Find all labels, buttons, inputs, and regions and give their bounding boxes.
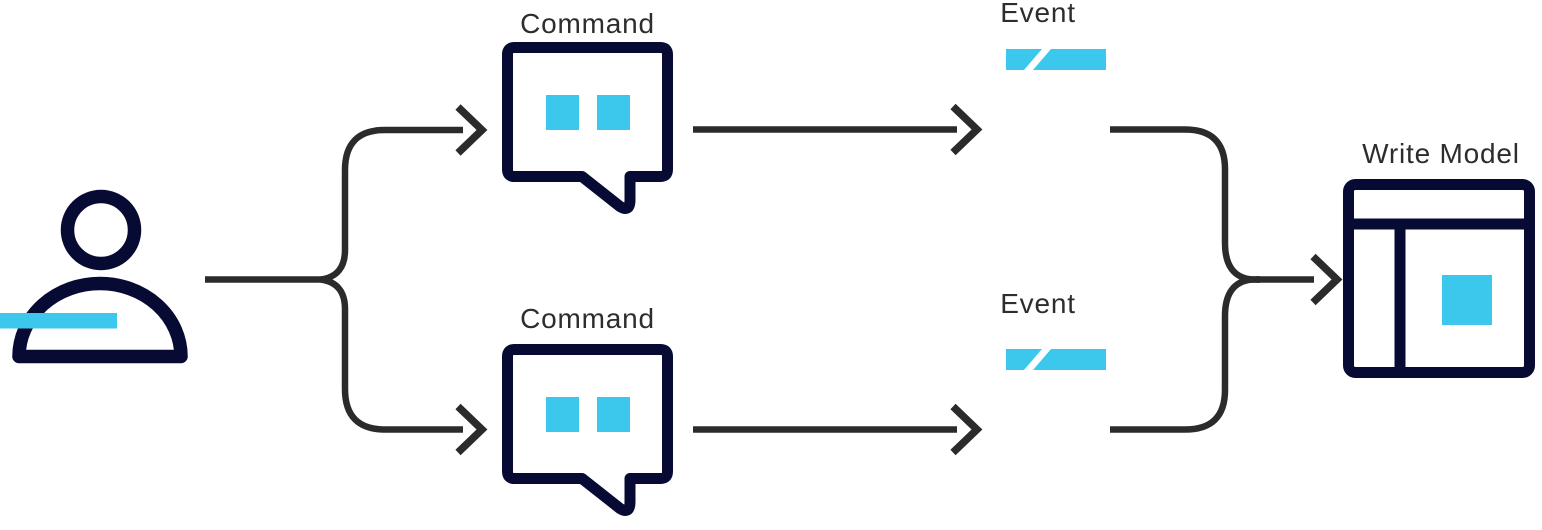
arrowhead-top-event: [950, 103, 983, 156]
command-bubble-icon-top: [508, 48, 668, 209]
window-frame: [1343, 179, 1535, 378]
arrowhead-bottom-event: [950, 403, 983, 456]
write-model-label: Write Model: [1362, 138, 1520, 169]
converge-line-bottom: [1110, 276, 1260, 433]
branch-line-bottom: [320, 276, 463, 433]
user-cyan-bar: [0, 313, 117, 329]
command-label-bottom: Command: [520, 303, 655, 334]
event-label-bottom: Event: [1000, 288, 1076, 319]
event-label-top: Event: [1000, 0, 1076, 28]
arrowhead-write-model: [1310, 253, 1343, 306]
write-model-window-icon: [1343, 179, 1535, 378]
window-content-square: [1442, 275, 1492, 325]
flow-arrows: [205, 103, 1343, 456]
event-slash-left: [1006, 49, 1042, 70]
event-slash-icon-top: [1006, 49, 1106, 70]
command-label-top: Command: [520, 8, 655, 39]
user-head: [60, 189, 142, 271]
event-slash-icon-bottom: [1006, 349, 1106, 370]
user-icon: [0, 189, 188, 364]
arrowhead-bottom-command: [455, 403, 488, 456]
event-slash-right: [1033, 49, 1106, 70]
converge-line-top: [1110, 126, 1260, 283]
command-bubble-icon-bottom: [508, 350, 668, 511]
arrowhead-top-command: [455, 104, 488, 156]
branch-line-top: [320, 126, 463, 283]
